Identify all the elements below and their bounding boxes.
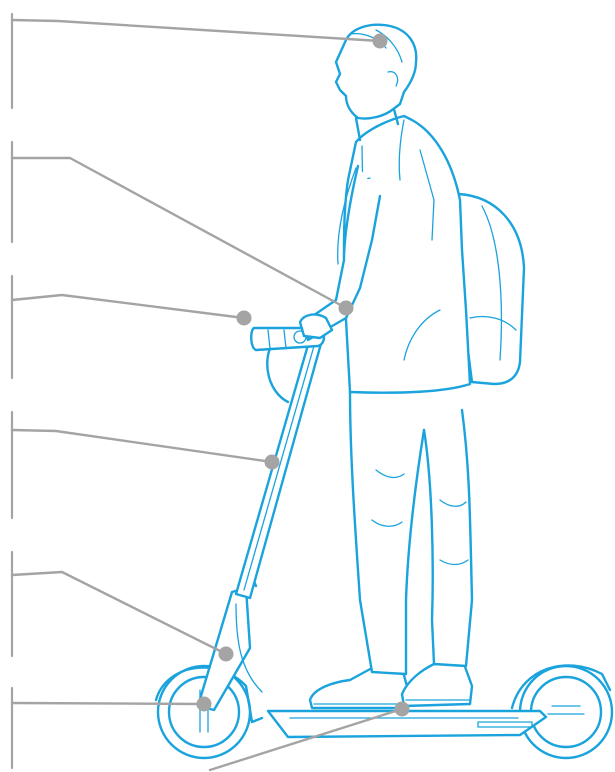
callout-dot-front-fork bbox=[219, 647, 234, 662]
callout-dot-head bbox=[373, 34, 388, 49]
callout-front-fork bbox=[12, 572, 234, 662]
deck bbox=[268, 711, 546, 737]
hand bbox=[300, 315, 332, 338]
callout-dot-stem bbox=[265, 455, 280, 470]
callout-dot-front-wheel bbox=[197, 697, 212, 712]
front-wheel bbox=[158, 666, 250, 758]
rider bbox=[300, 25, 524, 708]
callout-handlebar bbox=[12, 295, 252, 326]
callout-dot-handlebar bbox=[237, 311, 252, 326]
callout-stem bbox=[12, 430, 280, 470]
callout-dot-hands bbox=[339, 301, 354, 316]
jeans bbox=[350, 392, 472, 674]
brake-cable bbox=[267, 344, 288, 402]
callout-hands bbox=[12, 158, 354, 316]
callout-dot-deck bbox=[395, 702, 410, 717]
callout-head bbox=[12, 20, 388, 49]
